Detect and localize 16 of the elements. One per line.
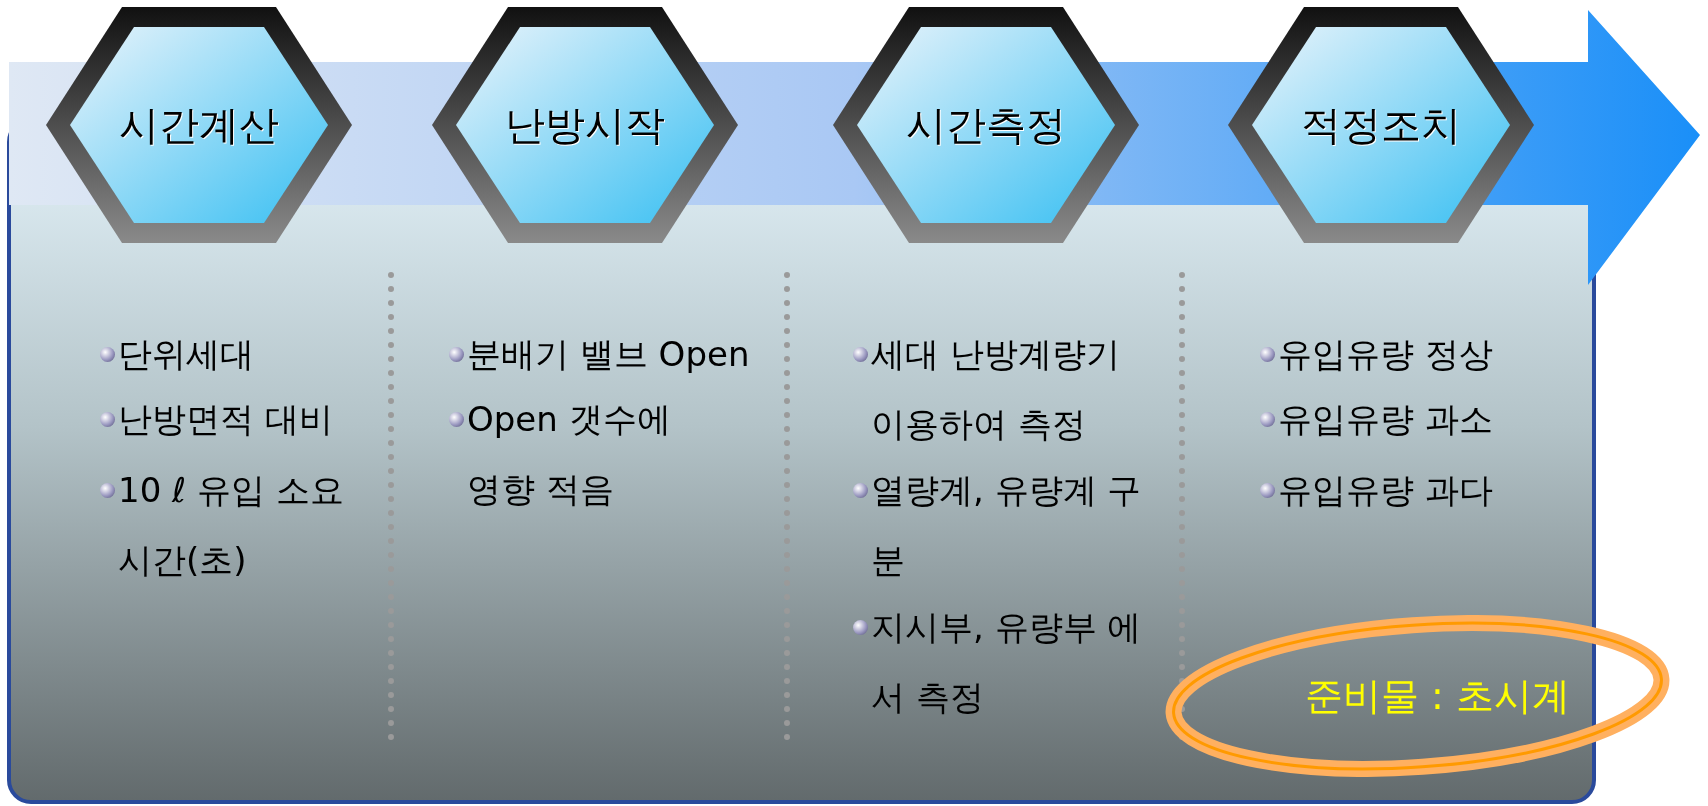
hexagon: 난방시작	[430, 5, 740, 245]
hexagon: 적정조치	[1226, 5, 1536, 245]
list-item-text: 10 ℓ 유입 소요시간(초)	[118, 469, 345, 582]
hexagon: 시간계산	[44, 5, 354, 245]
list-item-text: Open 갯수에 영향 적음	[467, 398, 672, 511]
list-item-text: 분배기 밸브 Open	[467, 333, 751, 376]
list-item-text: 단위세대	[118, 333, 255, 376]
list-item-text: 열량계, 유량계 구분	[871, 469, 1143, 582]
list-item-text: 난방면적 대비	[118, 398, 334, 441]
list-item-text: 지시부, 유량부 에서 측정	[871, 606, 1143, 719]
list-item-text: 세대 난방계량기 이용하여 측정	[871, 333, 1121, 446]
list-item-text: 유입유량 과다	[1278, 469, 1494, 512]
hexagon: 시간측정	[831, 5, 1141, 245]
ellipse-callout: 준비물 : 초시계	[1165, 615, 1670, 777]
list-item-text: 유입유량 과소	[1278, 398, 1494, 441]
list-item-text: 유입유량 정상	[1278, 333, 1494, 376]
